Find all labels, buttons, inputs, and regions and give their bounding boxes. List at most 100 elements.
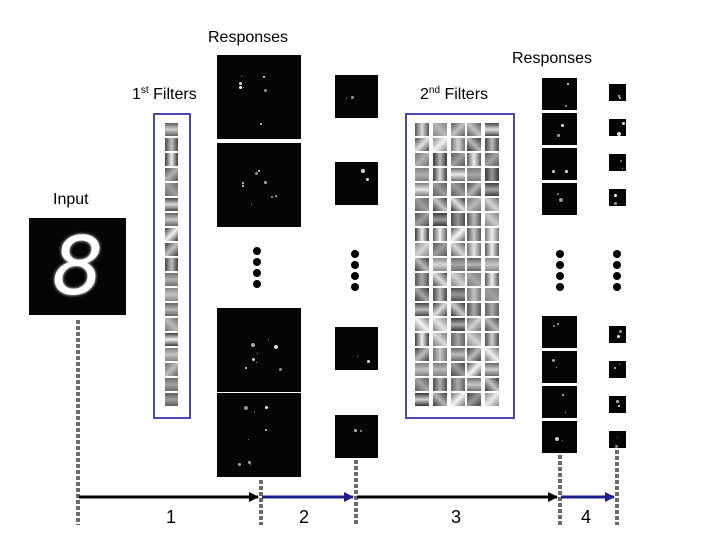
second-filter-tile (415, 348, 429, 361)
first-filter-tile (165, 123, 178, 136)
second-filter-tile (451, 288, 465, 301)
activation-speck (619, 364, 620, 365)
second-filter-tile (433, 228, 447, 241)
second-filter-tile (433, 288, 447, 301)
activation-speck (264, 181, 267, 184)
activation-speck (553, 325, 555, 327)
second-filter-tile (467, 303, 481, 316)
ellipsis-dots-responses (253, 247, 261, 291)
second-filter-tile (485, 168, 499, 181)
activation-speck (557, 193, 559, 195)
activation-speck (367, 360, 370, 363)
second-filter-tile (467, 318, 481, 331)
activation-speck (619, 97, 621, 99)
second-filter-tile (451, 138, 465, 151)
second-filter-tile (415, 333, 429, 346)
activation-speck (552, 359, 555, 362)
activation-speck (559, 198, 563, 202)
stage-boundary-second-pooled (615, 450, 619, 525)
second-filter-tile (451, 228, 465, 241)
response-map-1 (217, 55, 301, 139)
second-filters-frame (405, 113, 515, 419)
activation-speck (279, 368, 282, 371)
second-filter-tile (433, 273, 447, 286)
second-filter-tile (485, 198, 499, 211)
second-filter-tile (415, 273, 429, 286)
second-filter-tile (451, 153, 465, 166)
second-filter-tile (467, 348, 481, 361)
second-filter-tile (485, 333, 499, 346)
response-map-4 (217, 393, 301, 477)
stage-boundary-input (76, 320, 80, 525)
activation-speck (264, 89, 267, 92)
activation-speck (565, 412, 566, 413)
activation-speck (244, 406, 248, 410)
second-filter-tile (485, 123, 499, 136)
second-filter-tile (433, 348, 447, 361)
second-filter-tile (415, 243, 429, 256)
second-response-1 (542, 78, 577, 110)
second-response-8 (542, 421, 577, 453)
second-filter-tile (451, 123, 465, 136)
pooled-map-3 (335, 327, 378, 370)
second-response-3 (542, 148, 577, 180)
activation-speck (241, 76, 242, 77)
second-filter-tile (451, 243, 465, 256)
second-filter-tile (485, 393, 499, 406)
second-filter-tile (415, 393, 429, 406)
activation-speck (617, 335, 620, 338)
activation-speck (615, 445, 618, 448)
activation-speck (557, 323, 559, 325)
activation-speck (565, 105, 567, 107)
second-response-5 (542, 316, 577, 348)
first-filter-tile (165, 288, 178, 301)
activation-speck (254, 411, 255, 412)
second-filter-tile (467, 168, 481, 181)
second-filter-tile (451, 303, 465, 316)
second-filter-tile (485, 273, 499, 286)
ellipsis-dots-second-pooled (613, 250, 621, 294)
second-filter-tile (433, 168, 447, 181)
second-filter-tile (485, 228, 499, 241)
first-filter-tile (165, 213, 178, 226)
stage-boundary-second-responses (558, 455, 562, 525)
second-filter-tile (433, 258, 447, 271)
activation-speck (260, 123, 262, 125)
stage-boundary-responses (259, 480, 263, 525)
first-filter-tile (165, 228, 178, 241)
activation-speck (565, 170, 568, 173)
activation-speck (556, 367, 557, 368)
second-filter-tile (467, 183, 481, 196)
input-label: Input (53, 191, 89, 208)
activation-speck (617, 132, 621, 136)
stage-number-2: 2 (299, 507, 310, 527)
activation-speck (258, 170, 260, 172)
first-filter-tile (165, 153, 178, 166)
second-filter-tile (485, 258, 499, 271)
second-filter-tile (451, 183, 465, 196)
first-filter-tile (165, 348, 178, 361)
first-filter-tile (165, 243, 178, 256)
activation-speck (271, 196, 273, 198)
second-filter-tile (451, 363, 465, 376)
first-filters-frame (153, 113, 191, 419)
activation-speck (263, 76, 265, 78)
activation-speck (622, 122, 625, 125)
second-pooled-7 (609, 396, 626, 413)
second-filter-tile (485, 288, 499, 301)
activation-speck (275, 195, 277, 197)
second-filter-tile (433, 213, 447, 226)
activation-speck (614, 367, 616, 369)
activation-speck (562, 440, 563, 441)
activation-speck (614, 194, 617, 197)
activation-speck (616, 400, 619, 403)
second-filter-tile (433, 138, 447, 151)
stage-number-4: 4 (581, 507, 592, 527)
second-filter-tile (467, 363, 481, 376)
activation-speck (620, 160, 622, 162)
ellipsis-dots-second-responses (556, 250, 564, 294)
second-response-6 (542, 351, 577, 383)
second-filter-tiles (407, 115, 513, 417)
activation-speck (557, 134, 560, 137)
second-filter-tile (467, 123, 481, 136)
